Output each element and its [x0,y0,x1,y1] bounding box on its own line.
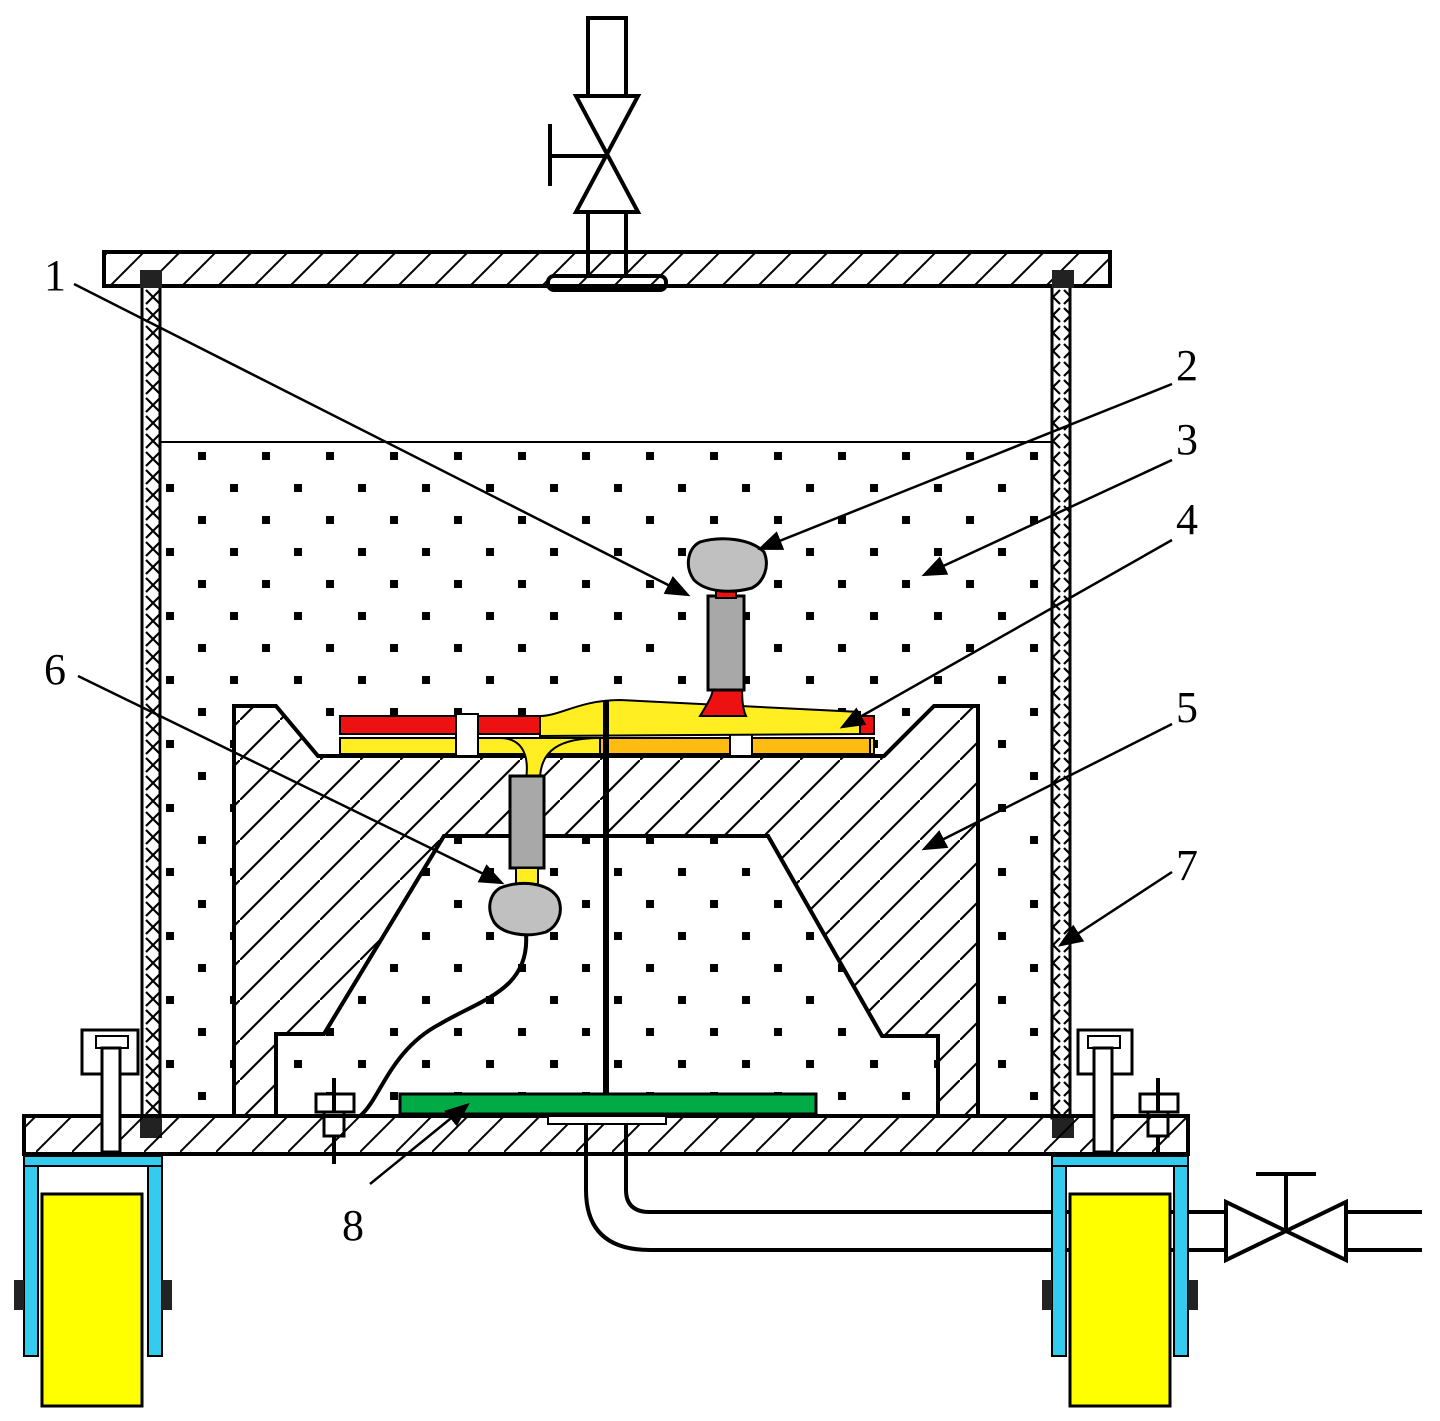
tank-wall-left [140,284,162,1120]
upper-sensor [686,537,768,692]
inlet-valve-icon [548,94,642,214]
outlet-pipe [584,1124,1422,1252]
lower-sensor [358,774,562,1118]
callout-2: 2 [1176,341,1198,390]
callout-6: 6 [44,645,66,694]
tank-lid [102,250,1112,288]
caster-wheel-left [14,1028,172,1408]
callout-4: 4 [1176,495,1198,544]
callout-7: 7 [1176,841,1198,890]
leader-7 [1057,870,1173,947]
caster-wheel-right [1042,1028,1198,1408]
callout-1: 1 [44,251,66,300]
callout-3: 3 [1176,415,1198,464]
leader-1 [73,282,691,597]
leader-2 [757,382,1173,550]
leader-6 [77,674,505,885]
leader-3 [921,458,1173,577]
leader-4 [839,538,1173,729]
tank-wall-right [1050,284,1072,1120]
callout-leaders [73,282,1173,1185]
outlet-valve-icon [1224,1172,1348,1264]
leader-5 [921,722,1173,851]
leader-8 [369,1102,470,1185]
wall-seal-tl [140,270,162,288]
callout-5: 5 [1176,683,1198,732]
bottom-plate [398,1092,818,1116]
callout-8: 8 [342,1201,364,1250]
pipe-array [339,679,875,781]
wall-seal-tr [1052,270,1074,288]
